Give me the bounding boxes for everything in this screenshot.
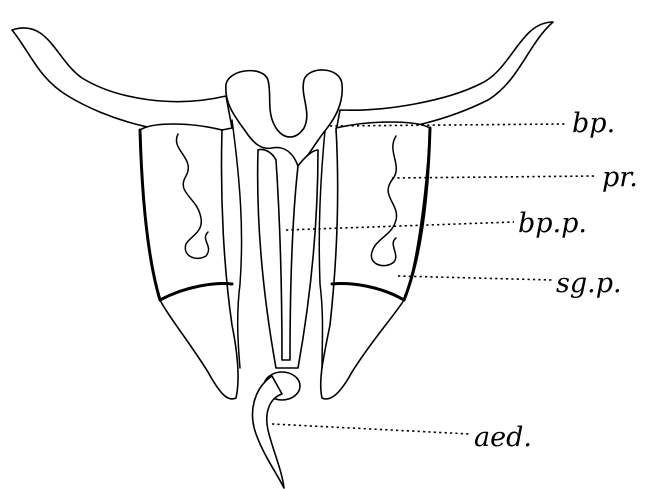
leader-sgp: [398, 276, 552, 280]
label-bp: bp.: [572, 108, 615, 139]
right-inner-ridge: [319, 120, 326, 368]
leader-aed: [272, 424, 470, 434]
label-aed: aed.: [474, 422, 532, 453]
left-horn: [12, 28, 232, 132]
basal-plate-process: [258, 149, 318, 368]
left-lateral-plate: [140, 124, 238, 399]
label-bpp: bp.p.: [518, 208, 587, 239]
right-horn: [336, 22, 553, 133]
basal-plate-head: [226, 70, 342, 166]
label-pr: pr.: [602, 162, 638, 193]
aedeagus-hook: [253, 376, 284, 488]
label-sgp: sg.p.: [556, 268, 622, 299]
right-lateral-plate: [321, 122, 430, 399]
